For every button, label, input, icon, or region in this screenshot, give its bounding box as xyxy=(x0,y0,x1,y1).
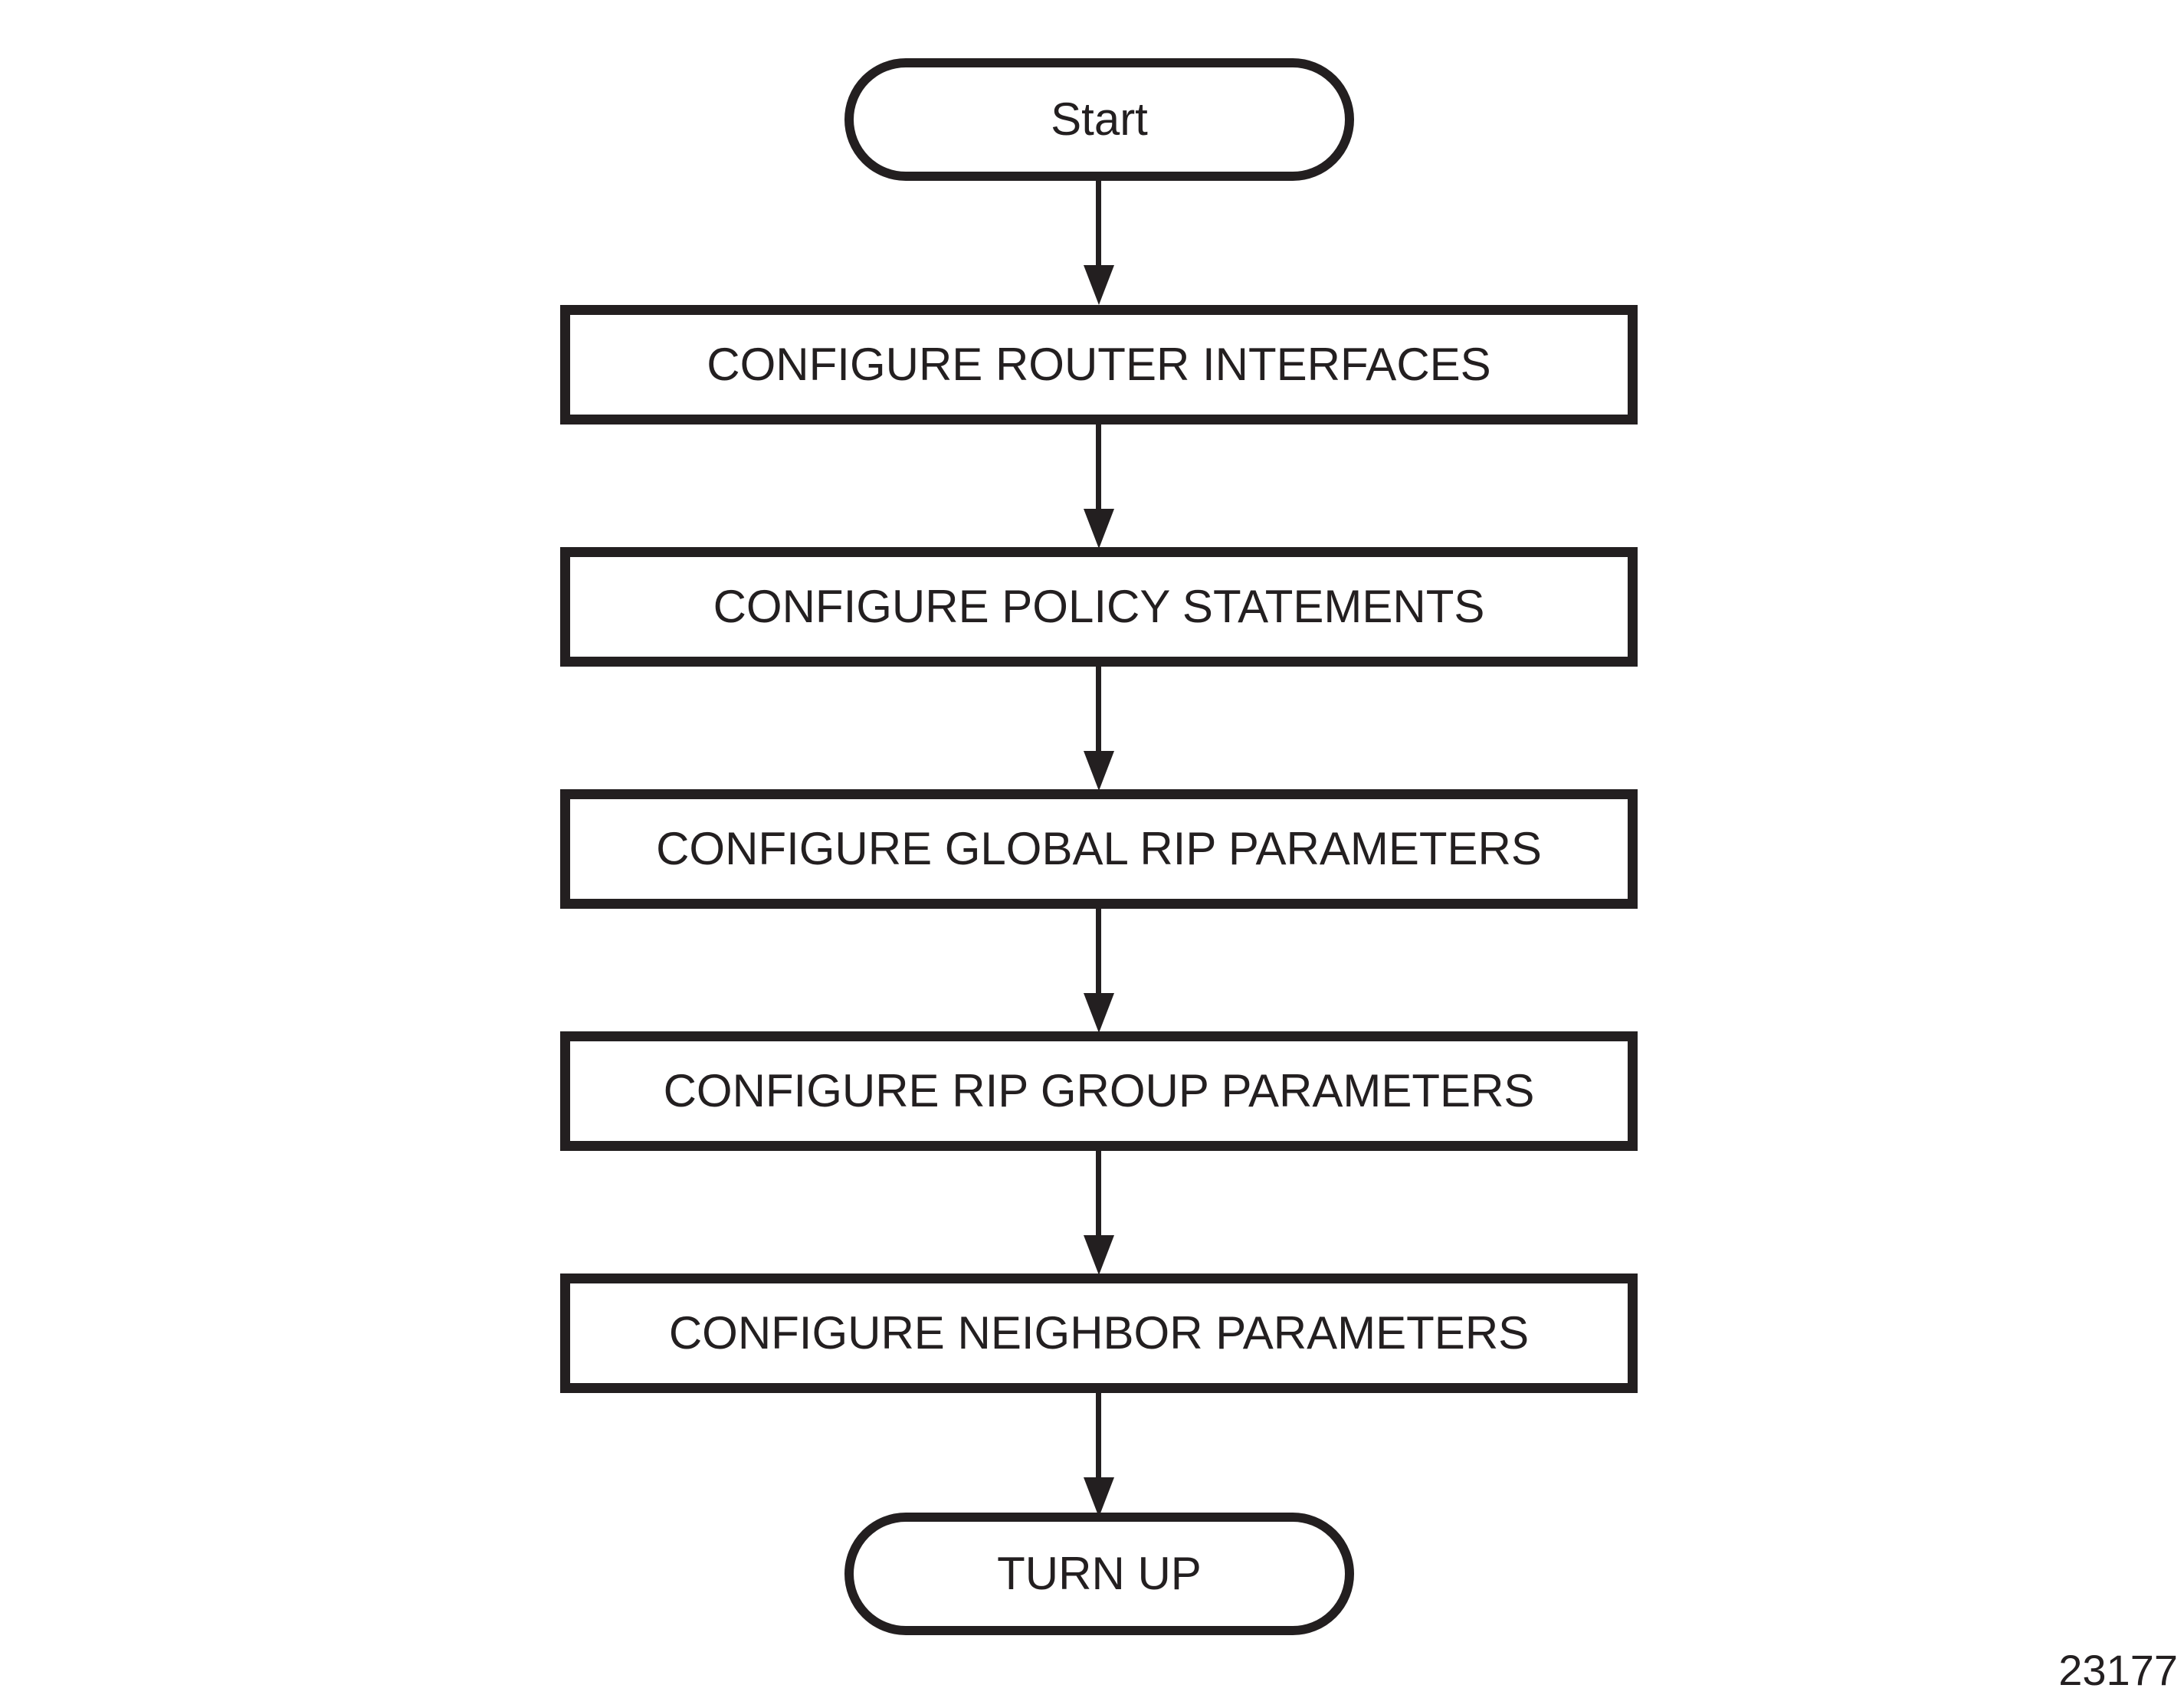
arrow-shaft xyxy=(1096,1393,1101,1496)
process-configure-rip-group-parameters: CONFIGURE RIP GROUP PARAMETERS xyxy=(560,1031,1638,1151)
arrowhead-icon xyxy=(1084,993,1114,1033)
arrow-shaft xyxy=(1096,1151,1101,1254)
process-label: CONFIGURE RIP GROUP PARAMETERS xyxy=(663,1065,1535,1116)
process-label: CONFIGURE GLOBAL RIP PARAMETERS xyxy=(656,823,1542,874)
arrow-shaft xyxy=(1096,909,1101,1011)
arrowhead-icon xyxy=(1084,1477,1114,1517)
flow-arrow-down xyxy=(1083,424,1115,549)
terminator-start: Start xyxy=(844,58,1354,181)
arrow-shaft xyxy=(1096,424,1101,527)
flow-arrow-down xyxy=(1083,181,1115,305)
arrowhead-icon xyxy=(1084,265,1114,305)
arrow-shaft xyxy=(1096,667,1101,769)
terminator-start-label: Start xyxy=(1051,93,1148,145)
flow-arrow-down xyxy=(1083,1393,1115,1517)
arrowhead-icon xyxy=(1084,509,1114,549)
process-configure-neighbor-parameters: CONFIGURE NEIGHBOR PARAMETERS xyxy=(560,1274,1638,1393)
process-configure-router-interfaces: CONFIGURE ROUTER INTERFACES xyxy=(560,305,1638,424)
terminator-turn-up: TURN UP xyxy=(844,1513,1354,1635)
process-configure-policy-statements: CONFIGURE POLICY STATEMENTS xyxy=(560,547,1638,667)
arrow-shaft xyxy=(1096,181,1101,284)
arrowhead-icon xyxy=(1084,751,1114,791)
process-label: CONFIGURE NEIGHBOR PARAMETERS xyxy=(668,1307,1530,1359)
arrowhead-icon xyxy=(1084,1235,1114,1275)
flow-arrow-down xyxy=(1083,1151,1115,1275)
flow-arrow-down xyxy=(1083,909,1115,1033)
terminator-turn-up-label: TURN UP xyxy=(997,1548,1202,1599)
process-label: CONFIGURE ROUTER INTERFACES xyxy=(707,339,1491,390)
process-label: CONFIGURE POLICY STATEMENTS xyxy=(713,581,1485,632)
figure-number: 23177 xyxy=(2058,1646,2178,1694)
flow-arrow-down xyxy=(1083,667,1115,791)
process-configure-global-rip-parameters: CONFIGURE GLOBAL RIP PARAMETERS xyxy=(560,789,1638,909)
